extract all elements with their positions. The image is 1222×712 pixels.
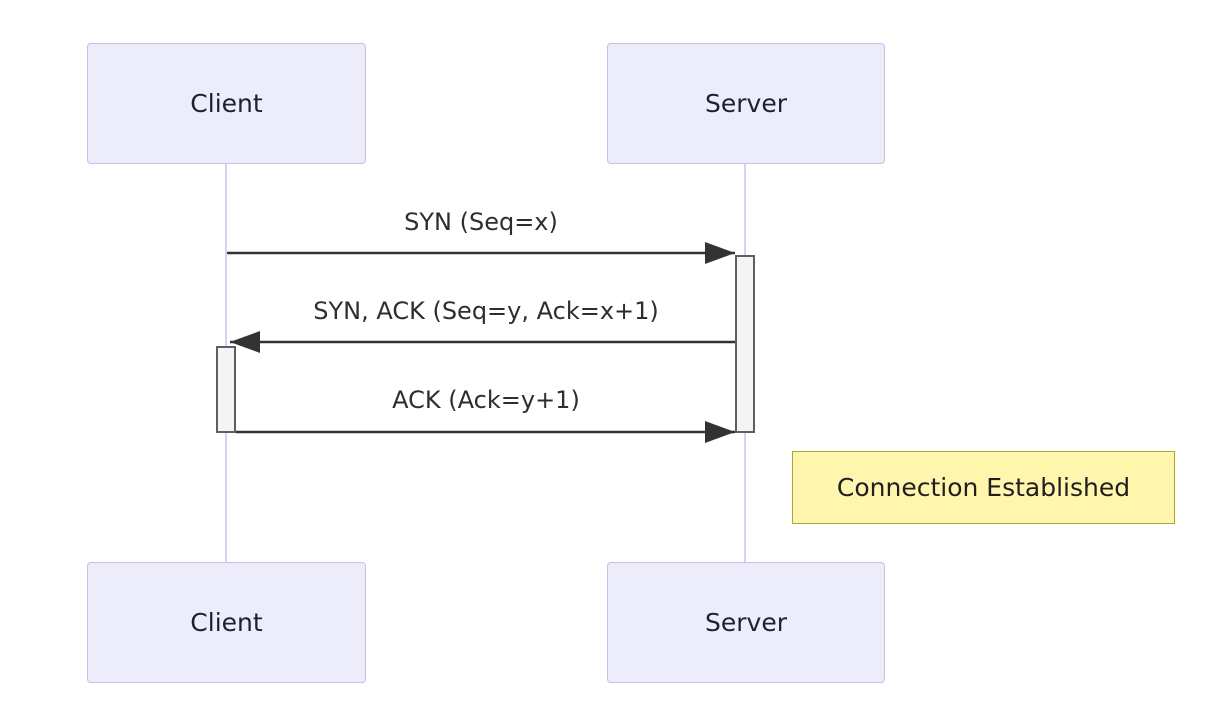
note-text: Connection Established — [836, 473, 1131, 502]
message-label-syn-ack: SYN, ACK (Seq=y, Ack=x+1) — [313, 297, 659, 325]
activation-bar-server — [735, 255, 755, 433]
actor-box-client-top: Client — [87, 43, 366, 164]
actor-label-client-top: Client — [190, 89, 263, 118]
note-connection-established: Connection Established — [792, 451, 1175, 524]
actor-box-client-bottom: Client — [87, 562, 366, 683]
actor-box-server-top: Server — [607, 43, 885, 164]
message-label-ack: ACK (Ack=y+1) — [392, 386, 580, 414]
actor-label-server-top: Server — [705, 89, 787, 118]
actor-label-server-bottom: Server — [705, 608, 787, 637]
actor-label-client-bottom: Client — [190, 608, 263, 637]
message-label-syn: SYN (Seq=x) — [404, 208, 558, 236]
actor-box-server-bottom: Server — [607, 562, 885, 683]
activation-bar-client — [216, 346, 236, 433]
